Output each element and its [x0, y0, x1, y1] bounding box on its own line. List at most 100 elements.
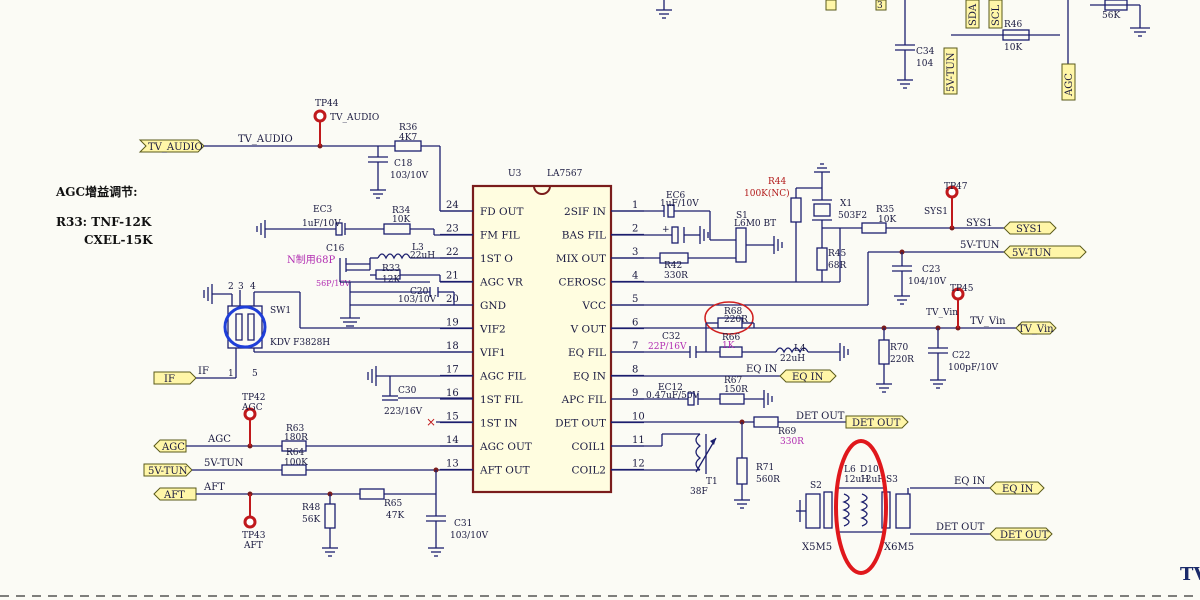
r70-value: 220R — [890, 355, 914, 365]
pin-number: 22 — [446, 247, 459, 258]
port-5v-tun-right[interactable] — [1003, 245, 1087, 259]
port-tv-vin[interactable] — [1015, 321, 1057, 335]
testpoint-tp44[interactable] — [313, 109, 327, 123]
r34-value: 10K — [392, 215, 410, 225]
pin-name: V OUT — [570, 324, 606, 336]
resistor-r71 — [736, 457, 748, 485]
ground-symbol — [839, 343, 849, 361]
port-agc-top-label: AGC — [1064, 73, 1075, 97]
pin-name: 1ST IN — [480, 418, 518, 430]
capacitor-ec12 — [687, 392, 695, 406]
pin-number: 24 — [446, 200, 459, 211]
port-eq-in-2[interactable] — [989, 481, 1045, 495]
port-5v-tun-top-label: 5V-TUN — [946, 52, 957, 92]
c23-ref: C23 — [922, 265, 941, 275]
d10-ref: D10 — [860, 465, 879, 475]
port-5v-tun[interactable] — [143, 463, 193, 477]
c34-value: 104 — [916, 59, 933, 69]
ground-symbol — [763, 390, 773, 408]
r69-ref: R69 — [778, 427, 797, 437]
pin-name: COIL1 — [572, 441, 606, 453]
top-right-fragment: 3 C34 104 5V-TUN SDA SCL R46 10K AGC 56K — [656, 0, 1150, 101]
port-tv-audio[interactable] — [138, 139, 205, 153]
port-sda[interactable] — [965, 0, 980, 29]
agc-notes: AGC增益调节: R33: TNF-12K CXEL-15K — [55, 184, 153, 247]
c32-ref: C32 — [662, 332, 680, 342]
testpoint-tp43[interactable] — [243, 515, 257, 529]
ground-symbol — [370, 189, 386, 199]
inductor-l3 — [377, 253, 411, 260]
pin-number: 3 — [632, 247, 638, 258]
tp47-label: TP47 — [944, 182, 968, 192]
t1-ref: T1 — [706, 477, 718, 487]
ec12-value: 0.47uF/50V — [646, 391, 700, 401]
tp45-net: TV_Vin — [926, 308, 958, 318]
ground-symbol — [734, 499, 750, 509]
net-det-out: DET OUT — [796, 411, 845, 422]
port-sys1[interactable] — [1003, 221, 1057, 235]
net-if: IF — [198, 366, 209, 377]
ic-ref: U3 — [508, 169, 522, 179]
filter-highlight-ring — [834, 439, 888, 575]
testpoint-tp42[interactable] — [243, 407, 257, 421]
net-det-out2: DET OUT — [936, 522, 985, 533]
c23-value: 104/10V — [908, 277, 947, 287]
pin-number: 17 — [446, 365, 459, 376]
pin-number: 1 — [632, 200, 638, 211]
capacitor-ec3 — [335, 222, 343, 236]
resistor-r65 — [359, 488, 385, 500]
r44-ref: R44 — [768, 177, 787, 187]
r65-ref: R65 — [384, 499, 403, 509]
port-det-out-2-label: DET OUT — [1000, 530, 1049, 541]
pin-name: EQ IN — [573, 371, 606, 383]
net-tv-audio: TV_AUDIO — [238, 134, 293, 145]
port-5v-tun-top[interactable] — [943, 47, 958, 95]
resistor-r45 — [816, 247, 828, 271]
testpoint-tp45[interactable] — [951, 287, 965, 301]
r48-value: 56K — [302, 515, 320, 525]
pin-name: VIF2 — [479, 324, 506, 336]
filter-s3 — [895, 493, 911, 529]
port-tv-vin-label: TV_Vin — [1018, 324, 1054, 335]
pin-name: BAS FIL — [562, 230, 606, 242]
sw1-part: KDV F3828H — [270, 338, 330, 348]
pin-number: 2 — [632, 224, 638, 235]
port-scl[interactable] — [988, 0, 1003, 29]
pin-name: VCC — [581, 300, 606, 312]
resistor-r69 — [753, 416, 779, 428]
c31-value: 103/10V — [450, 531, 489, 541]
r63-ref: R63 — [286, 424, 305, 434]
port-sys1-label: SYS1 — [1016, 224, 1043, 235]
tp47-net: SYS1 — [924, 207, 948, 217]
ec3-value: 1uF/10V — [302, 219, 341, 229]
port-det-out-2[interactable] — [989, 527, 1053, 541]
port-scl-label: SCL — [991, 4, 1002, 26]
r70-ref: R70 — [890, 343, 909, 353]
resistor-r48 — [324, 503, 336, 529]
sheet-title-fragment: TV — [1180, 564, 1200, 585]
r33-value: 12K — [382, 275, 400, 285]
pin-name: AFT OUT — [479, 465, 530, 477]
net-eq-in: EQ IN — [746, 364, 778, 375]
notes-line1: R33: TNF-12K — [56, 215, 152, 229]
r45-value: 68R — [828, 261, 846, 271]
sw1-pin2: 2 — [228, 282, 234, 292]
l6-value: 12uH — [844, 475, 869, 485]
c16-ref: C16 — [326, 244, 345, 254]
crystal-x1 — [813, 203, 831, 217]
net-eq-in2: EQ IN — [954, 476, 986, 487]
port-eq-in[interactable] — [779, 369, 837, 383]
top-resistor-value: 56K — [1102, 11, 1120, 21]
pin-name: EQ FIL — [568, 347, 606, 359]
port-det-out-label: DET OUT — [852, 418, 901, 429]
sw1-contacts — [235, 313, 255, 341]
pin-number: 16 — [446, 388, 459, 399]
port-agc-top[interactable] — [1061, 63, 1076, 101]
r64-value: 100K — [284, 458, 308, 468]
port-if[interactable] — [153, 371, 197, 385]
net-5v-tun-r: 5V-TUN — [960, 240, 1000, 251]
port-det-out[interactable] — [845, 415, 909, 429]
ground-symbol — [656, 9, 672, 19]
testpoint-tp47[interactable] — [945, 185, 959, 199]
